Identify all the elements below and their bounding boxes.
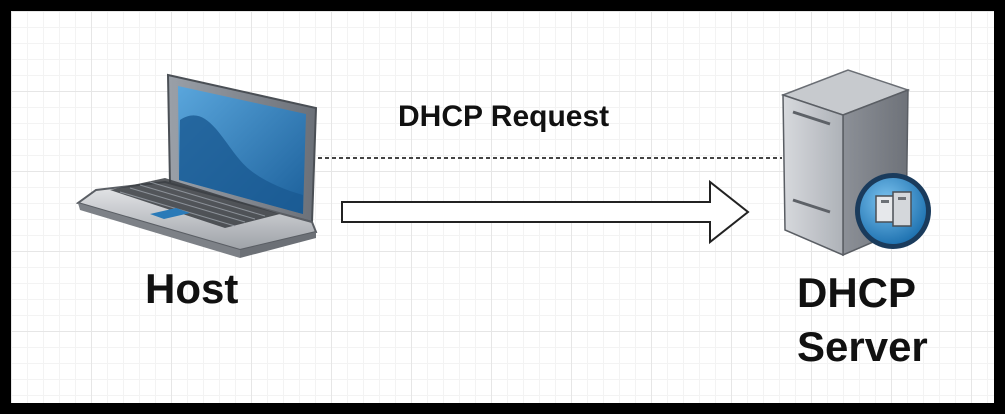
server-label-line1: DHCP bbox=[797, 269, 917, 316]
laptop-icon bbox=[75, 73, 318, 258]
host-label: Host bbox=[145, 265, 239, 312]
server-label: DHCP Server bbox=[797, 266, 928, 374]
server-icon bbox=[780, 69, 931, 257]
request-arrow bbox=[341, 179, 750, 245]
server-label-line2: Server bbox=[797, 323, 928, 370]
edge-label: DHCP Request bbox=[398, 100, 610, 133]
